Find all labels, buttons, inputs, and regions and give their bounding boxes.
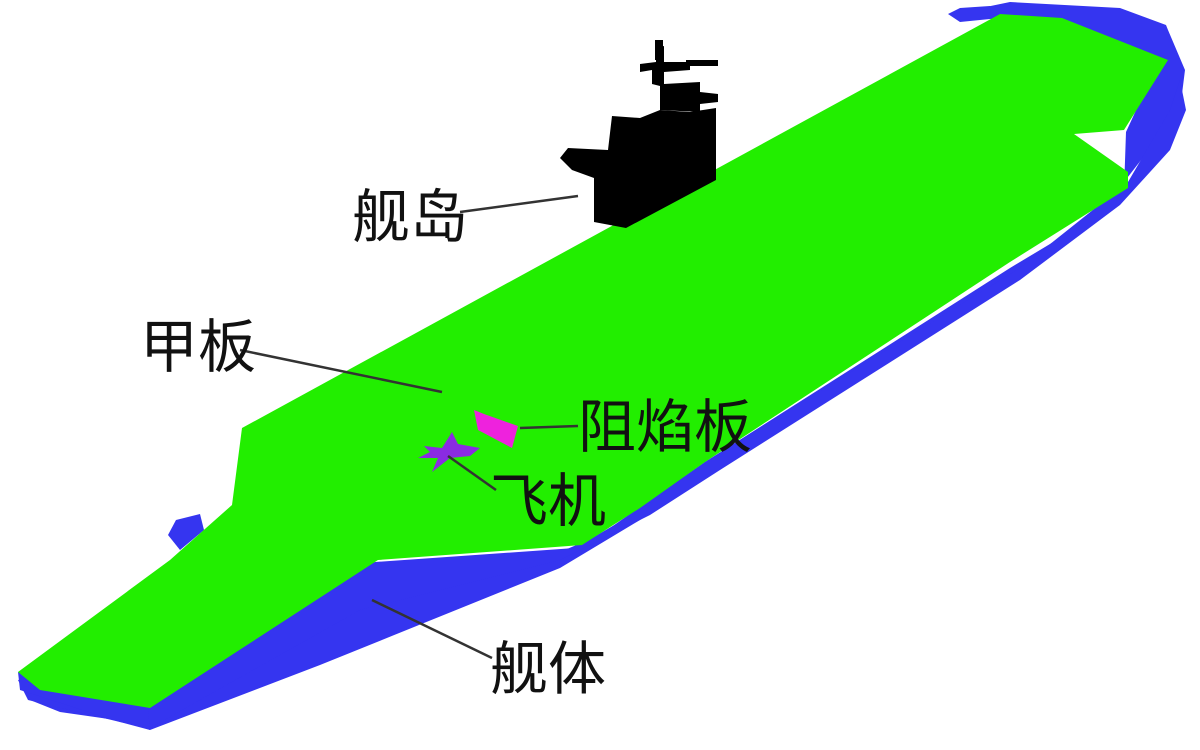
jet-blast-deflector [474, 410, 518, 448]
aircraft-label: 飞机 [490, 467, 607, 535]
island [560, 40, 718, 228]
island-base [560, 108, 716, 228]
deck-label: 甲板 [140, 313, 257, 381]
jet-blast-deflector-label: 阻焰板 [578, 393, 753, 461]
aircraft [418, 432, 480, 472]
leader-island [459, 194, 579, 214]
leader-aircraft [447, 454, 497, 492]
island-label: 舰岛 [352, 183, 469, 251]
island-antenna [655, 40, 663, 60]
leader-deck [239, 348, 443, 394]
island-mast [640, 46, 718, 112]
leader-jbd [519, 424, 579, 430]
hull-stern-right [948, 6, 1000, 22]
leader-lines [239, 194, 579, 660]
hull-stern-left [168, 514, 204, 550]
hull-label: 舰体 [490, 635, 607, 703]
deck [18, 14, 1168, 708]
leader-hull [371, 598, 493, 660]
island-spar [686, 60, 718, 66]
